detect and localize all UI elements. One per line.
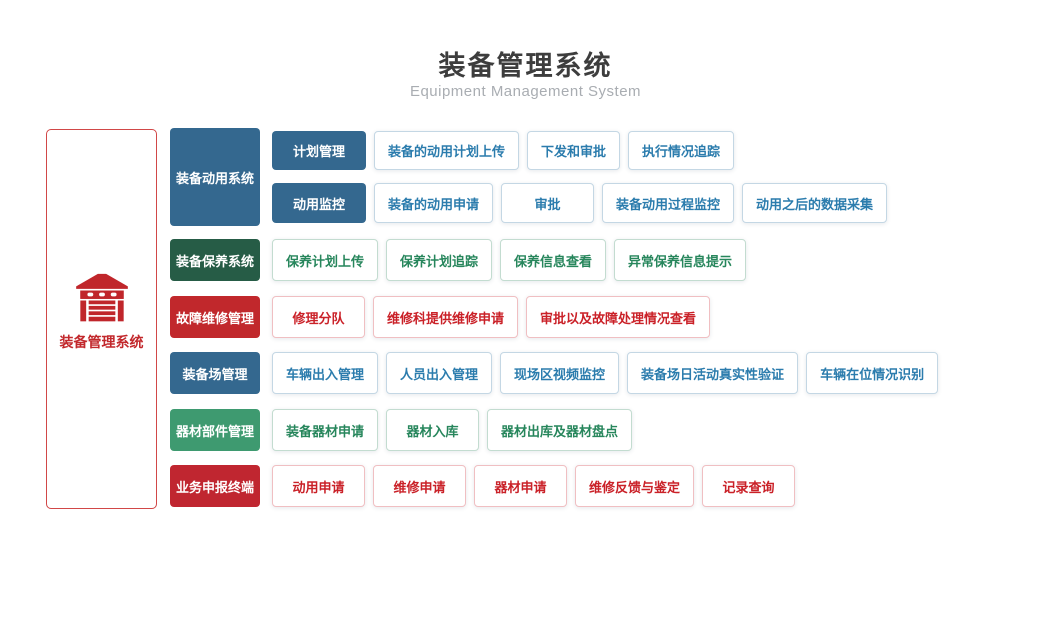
feature-box: 装备的动用计划上传	[374, 131, 520, 170]
root-system-box: 装备管理系统	[46, 129, 157, 509]
feature-box: 动用申请	[272, 465, 365, 507]
category-box: 业务申报终端	[170, 465, 260, 507]
feature-box: 维修科提供维修申请	[373, 296, 519, 338]
warehouse-icon	[75, 273, 128, 321]
feature-row: 保养计划上传保养计划追踪保养信息查看异常保养信息提示	[272, 239, 747, 281]
subcategory-box: 计划管理	[272, 131, 366, 170]
category-box: 装备保养系统	[170, 239, 260, 281]
feature-box: 维修申请	[373, 465, 466, 507]
feature-box: 人员出入管理	[386, 352, 493, 394]
feature-box: 现场区视频监控	[500, 352, 620, 394]
feature-box: 审批以及故障处理情况查看	[526, 296, 711, 338]
category-box: 装备场管理	[170, 352, 260, 394]
category-box: 故障维修管理	[170, 296, 260, 338]
feature-box: 器材申请	[474, 465, 567, 507]
feature-box: 保养计划上传	[272, 239, 379, 281]
feature-box: 保养计划追踪	[386, 239, 493, 281]
feature-box: 装备的动用申请	[374, 183, 494, 223]
feature-box: 保养信息查看	[500, 239, 607, 281]
page-title: 装备管理系统	[438, 51, 613, 81]
feature-box: 异常保养信息提示	[614, 239, 747, 281]
feature-box: 装备场日活动真实性验证	[627, 352, 799, 394]
feature-row: 修理分队维修科提供维修申请审批以及故障处理情况查看	[272, 296, 711, 338]
feature-box: 执行情况追踪	[628, 131, 735, 170]
category-box: 装备动用系统	[170, 128, 260, 226]
feature-box: 装备器材申请	[272, 409, 379, 451]
feature-box: 车辆在位情况识别	[806, 352, 939, 394]
feature-box: 记录查询	[702, 465, 796, 507]
page-subtitle: Equipment Management System	[409, 83, 642, 100]
feature-box: 装备动用过程监控	[602, 183, 735, 223]
feature-box: 维修反馈与鉴定	[575, 465, 695, 507]
feature-box: 下发和审批	[527, 131, 621, 170]
feature-box: 审批	[501, 183, 595, 223]
subcategory-box: 动用监控	[272, 183, 366, 223]
feature-box: 器材出库及器材盘点	[487, 409, 633, 451]
feature-row: 车辆出入管理人员出入管理现场区视频监控装备场日活动真实性验证车辆在位情况识别	[272, 352, 939, 394]
feature-box: 动用之后的数据采集	[742, 183, 888, 223]
feature-row: 计划管理装备的动用计划上传下发和审批执行情况追踪	[272, 131, 735, 170]
feature-row: 装备器材申请器材入库器材出库及器材盘点	[272, 409, 633, 451]
feature-row: 动用申请维修申请器材申请维修反馈与鉴定记录查询	[272, 465, 796, 507]
feature-row: 动用监控装备的动用申请审批装备动用过程监控动用之后的数据采集	[272, 183, 888, 223]
category-box: 器材部件管理	[170, 409, 260, 451]
feature-box: 器材入库	[386, 409, 480, 451]
feature-box: 车辆出入管理	[272, 352, 379, 394]
feature-box: 修理分队	[272, 296, 365, 338]
root-system-label: 装备管理系统	[59, 333, 144, 350]
